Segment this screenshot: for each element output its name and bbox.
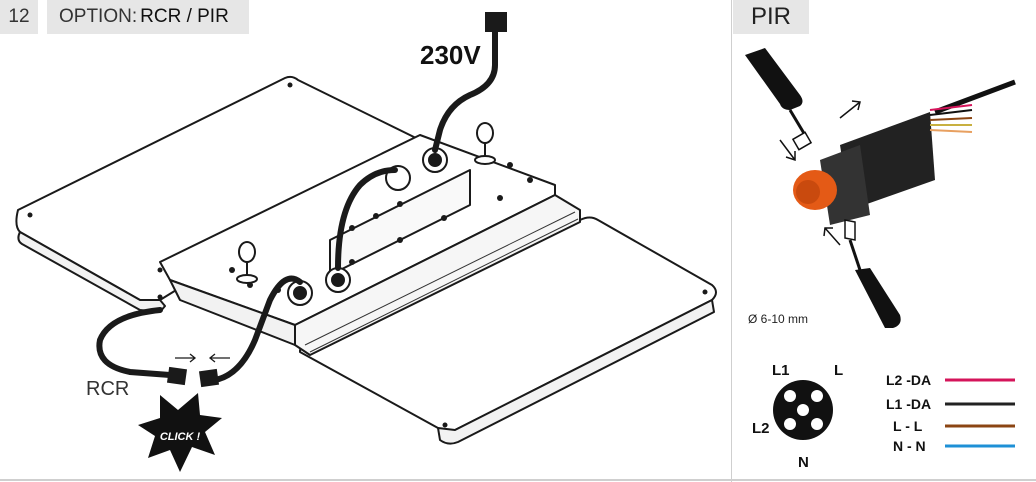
pin-connector <box>773 380 833 440</box>
pin-l1-label: L1 <box>772 362 790 379</box>
pin-l2-label: L2 <box>752 420 770 437</box>
voltage-label: 230V <box>420 40 481 70</box>
rcr-connector <box>166 353 230 388</box>
wire-label-n-n: N - N <box>893 438 926 454</box>
pin-l-label: L <box>834 362 844 379</box>
screw-holes <box>27 82 708 428</box>
pir-title: PIR <box>733 0 809 34</box>
eye-bolts <box>236 122 496 284</box>
pir-sensor <box>745 48 1016 328</box>
step-number: 12 <box>0 0 38 34</box>
cable-diameter: Ø 6-10 mm <box>748 312 809 326</box>
cables <box>96 27 498 383</box>
panel-divider <box>731 0 732 482</box>
wire-label-l-l: L - L <box>893 418 923 434</box>
wire-label-l1-da: L1 -DA <box>886 396 932 412</box>
click-burst <box>138 393 222 472</box>
rcr-label: RCR <box>86 378 130 400</box>
wire-label-l2-da: L2 -DA <box>886 372 932 388</box>
right-panel <box>299 216 717 445</box>
click-text: CLICK ! <box>160 431 201 443</box>
option-value: RCR / PIR <box>140 6 229 27</box>
power-plug <box>485 12 507 32</box>
left-panel <box>15 75 421 313</box>
option-label: OPTION: <box>59 6 138 27</box>
driver-housing <box>159 134 581 356</box>
bottom-rule <box>0 479 1036 481</box>
pin-n-label: N <box>798 454 809 471</box>
wire-legend-lines <box>945 378 1015 448</box>
option-header: OPTION: RCR / PIR <box>47 0 249 34</box>
